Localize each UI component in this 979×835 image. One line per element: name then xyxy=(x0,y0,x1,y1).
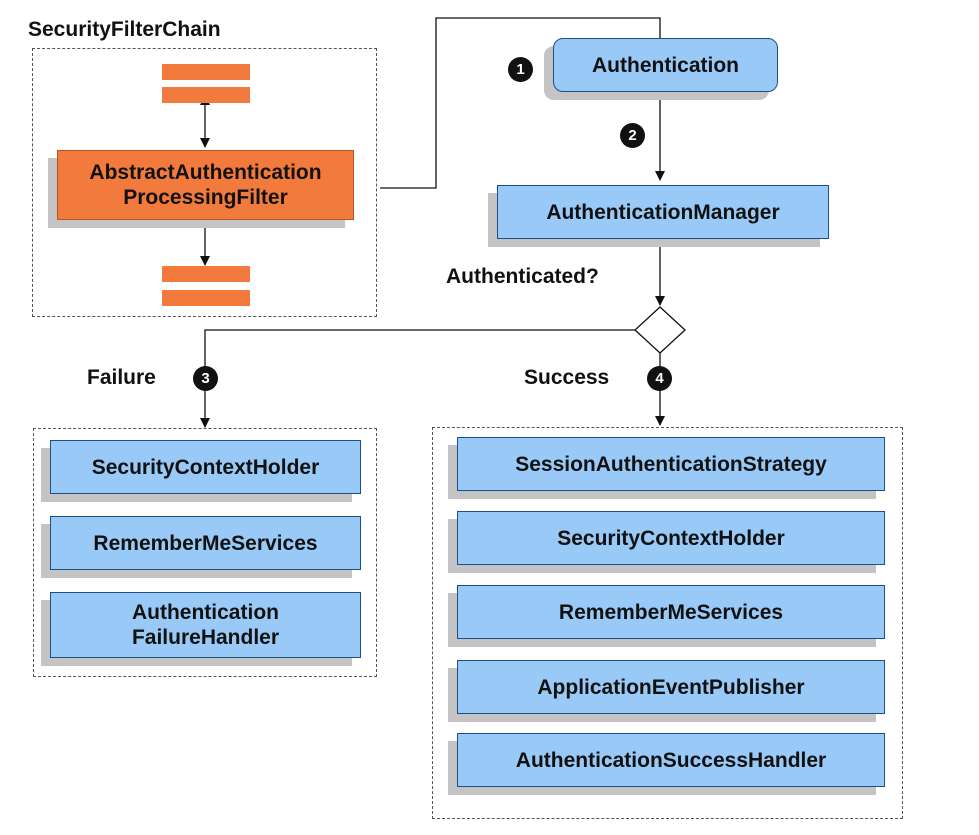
abstract-authentication-processing-filter[interactable]: AbstractAuthentication ProcessingFilter xyxy=(57,150,354,220)
success-remember-me-services[interactable]: RememberMeServices xyxy=(457,585,885,639)
failure-security-context-holder[interactable]: SecurityContextHolder xyxy=(50,440,361,494)
step-1-badge: 1 xyxy=(508,57,533,82)
filter-bar-top-1 xyxy=(162,64,250,80)
failure-handlers-container xyxy=(33,428,377,677)
decision-diamond xyxy=(634,306,686,354)
success-security-context-holder[interactable]: SecurityContextHolder xyxy=(457,511,885,565)
failure-remember-me-services[interactable]: RememberMeServices xyxy=(50,516,361,570)
failure-label: Failure xyxy=(87,366,156,389)
authentication-manager-node[interactable]: AuthenticationManager xyxy=(497,185,829,239)
session-authentication-strategy[interactable]: SessionAuthenticationStrategy xyxy=(457,437,885,491)
filter-chain-title: SecurityFilterChain xyxy=(28,18,221,41)
filter-to-authentication-line xyxy=(380,17,661,189)
authentication-failure-handler[interactable]: Authentication FailureHandler xyxy=(50,592,361,658)
success-label: Success xyxy=(524,366,610,389)
authentication-node[interactable]: Authentication xyxy=(553,38,778,92)
step-2-badge: 2 xyxy=(620,123,645,148)
failure-branch-arrow xyxy=(200,329,635,428)
filter-chain-container xyxy=(32,48,377,317)
success-handlers-container xyxy=(432,427,903,819)
authenticated-question-label: Authenticated? xyxy=(446,265,599,288)
filter-bar-top-2 xyxy=(162,87,250,103)
filter-bar-bottom-1 xyxy=(162,266,250,282)
authentication-success-handler[interactable]: AuthenticationSuccessHandler xyxy=(457,733,885,787)
filter-bar-bottom-2 xyxy=(162,290,250,306)
step-3-badge: 3 xyxy=(193,366,218,391)
application-event-publisher[interactable]: ApplicationEventPublisher xyxy=(457,660,885,714)
step-4-badge: 4 xyxy=(647,366,672,391)
